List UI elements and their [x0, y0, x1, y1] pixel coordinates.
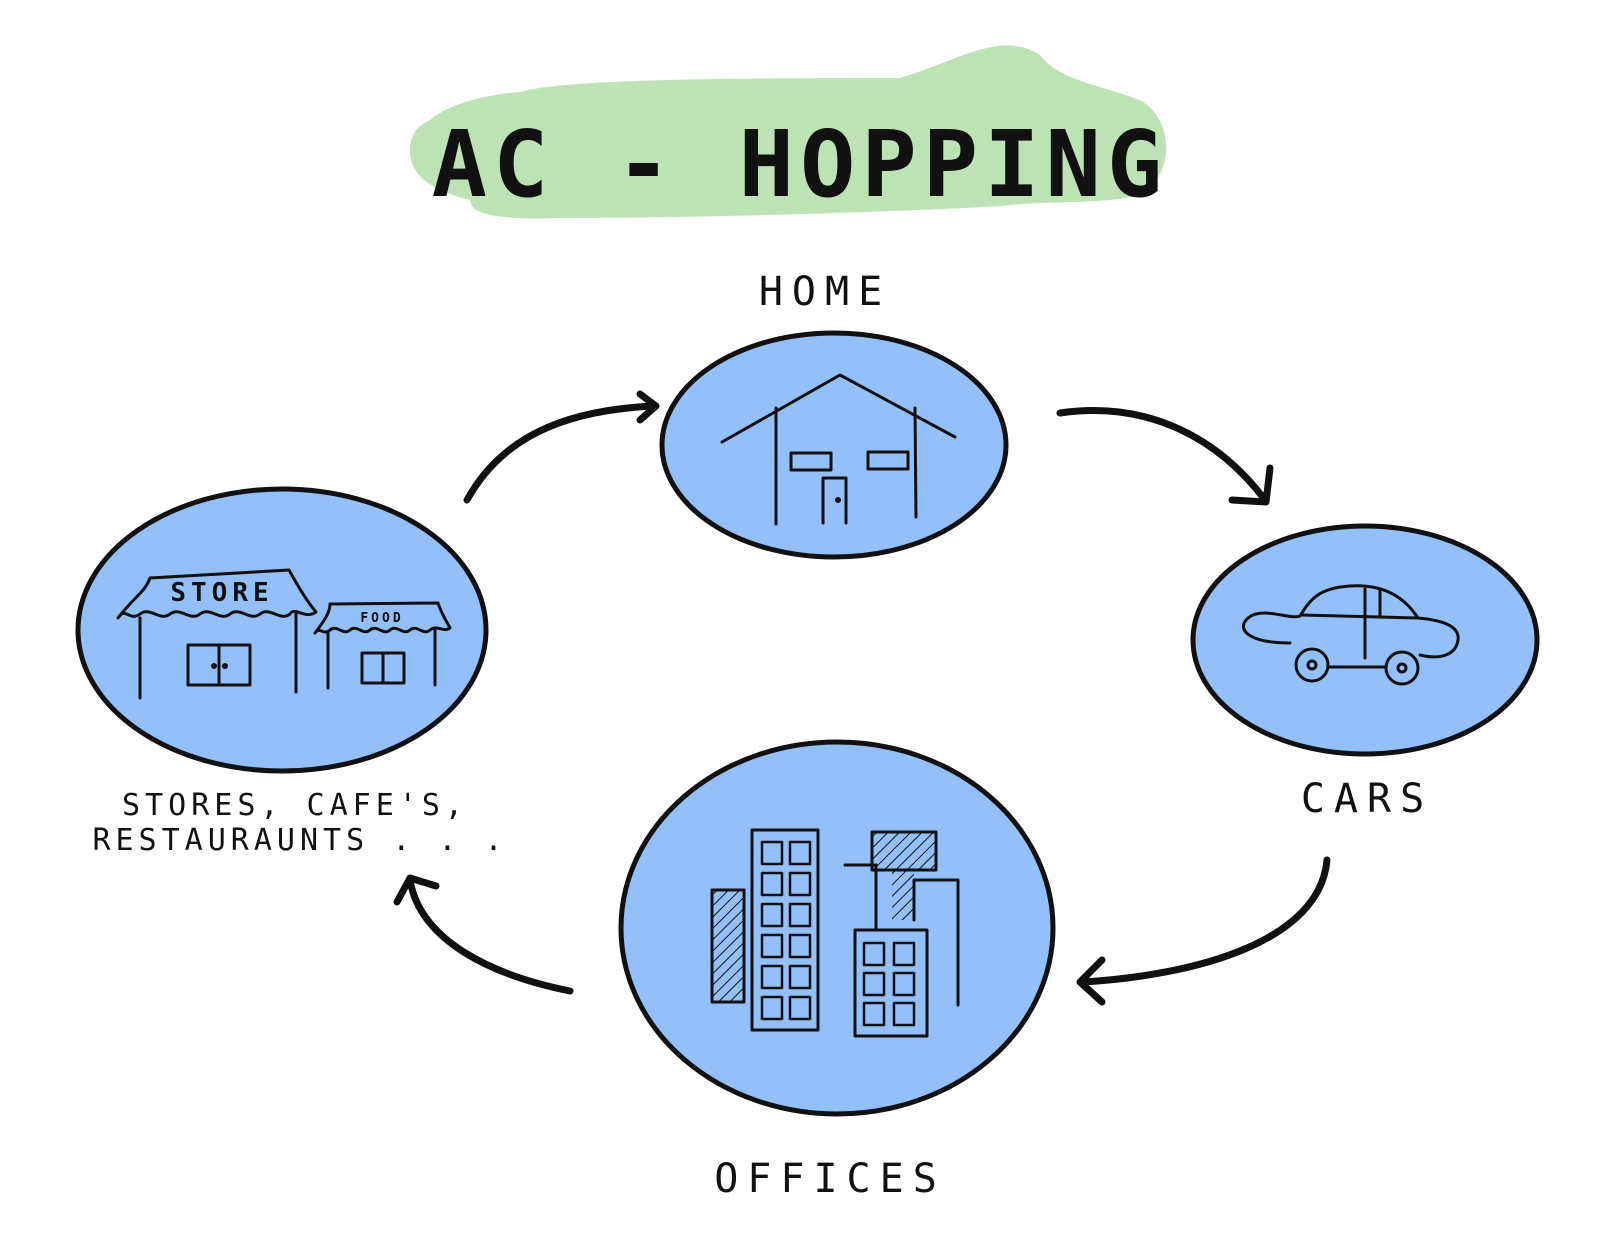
office-window	[788, 902, 812, 928]
node-cars: CARS	[1190, 523, 1540, 822]
car-icon	[1241, 584, 1460, 686]
office-window	[788, 871, 812, 897]
office-window	[862, 941, 886, 967]
office-window	[760, 995, 784, 1021]
title-banner: AC - HOPPING	[410, 45, 1169, 219]
food-sign: FOOD	[360, 611, 403, 626]
node-stores: STORE FOOD STORES, CAFE'S, RESTAURAUNTS …	[75, 486, 507, 858]
office-window	[760, 933, 784, 959]
node-stores-label-line1: STORES, CAFE'S,	[122, 788, 468, 823]
office-window	[760, 902, 784, 928]
node-offices-circle	[618, 739, 1056, 1117]
office-window	[788, 933, 812, 959]
node-home: HOME	[659, 269, 1009, 560]
node-offices: OFFICES	[618, 739, 1056, 1202]
house-icon	[720, 373, 957, 526]
title-highlight	[410, 45, 1167, 219]
node-cars-label: CARS	[1301, 776, 1433, 822]
office-window	[760, 871, 784, 897]
office-window	[788, 840, 812, 866]
office-window	[862, 971, 886, 997]
office-window	[788, 995, 812, 1021]
node-offices-label: OFFICES	[714, 1156, 946, 1202]
arrow-stores-to-home	[463, 390, 660, 504]
arrow-home-to-cars	[1056, 407, 1274, 506]
node-stores-label-line2: RESTAURAUNTS . . .	[92, 823, 507, 858]
flow-arrows	[393, 390, 1331, 1006]
node-home-label: HOME	[759, 269, 891, 315]
office-window	[892, 971, 916, 997]
office-window	[862, 1001, 886, 1027]
node-stores-circle	[75, 486, 489, 774]
office-windows	[760, 840, 916, 1027]
office-window	[892, 941, 916, 967]
office-window	[760, 964, 784, 990]
storefront-icon	[116, 568, 452, 700]
arrow-cars-to-offices	[1076, 856, 1331, 1006]
office-window	[892, 1001, 916, 1027]
title: AC - HOPPING	[432, 111, 1169, 218]
store-sign: STORE	[170, 578, 273, 608]
office-window	[788, 964, 812, 990]
office-window	[760, 840, 784, 866]
arrow-offices-to-stores	[393, 874, 574, 995]
node-home-circle	[659, 330, 1009, 560]
